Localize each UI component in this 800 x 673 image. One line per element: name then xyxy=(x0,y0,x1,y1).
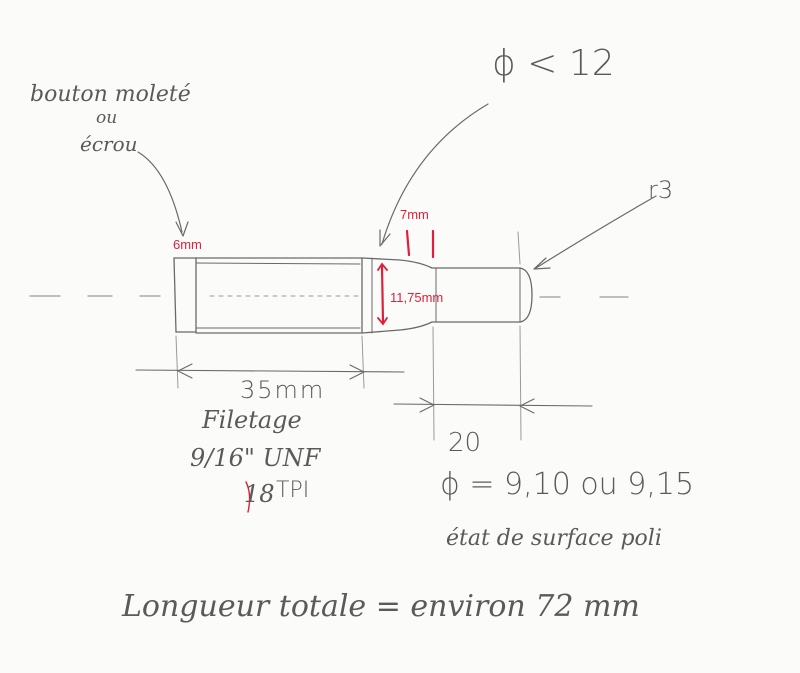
center-line xyxy=(29,295,629,298)
diameter-max-label: ϕ < 12 xyxy=(492,43,615,84)
thread-label-line1: Filetage xyxy=(202,406,302,434)
thread-tpi-label: TPI xyxy=(276,478,310,503)
red-label-diameter: 11,75mm xyxy=(390,290,444,305)
knob-label-line1: bouton moleté xyxy=(30,82,191,107)
knob-label-line3: écrou xyxy=(80,132,138,156)
shank-length-label: 20 xyxy=(448,428,482,458)
thread-length-label: 35mm xyxy=(240,376,326,404)
dimension-35mm xyxy=(135,363,405,380)
thread-tpi-count: 18 xyxy=(244,480,275,508)
shank xyxy=(361,257,533,334)
dimension-20 xyxy=(393,397,593,414)
surface-finish-label: état de surface poli xyxy=(446,526,662,551)
extension-lines xyxy=(175,231,522,441)
shank-diameter-label: ϕ = 9,10 ou 9,15 xyxy=(440,467,695,502)
threaded-body xyxy=(195,257,373,334)
red-label-7mm: 7mm xyxy=(400,207,429,222)
red-markups xyxy=(245,229,435,513)
thread-label-line2: 9/16" UNF xyxy=(190,444,321,472)
leader-arrows xyxy=(137,103,657,270)
radius-label: r3 xyxy=(648,176,674,204)
red-label-6mm: 6mm xyxy=(173,237,202,252)
knob-body xyxy=(173,257,197,333)
knob-label-line2: ou xyxy=(96,108,118,128)
total-length-label: Longueur totale = environ 72 mm xyxy=(122,589,640,624)
